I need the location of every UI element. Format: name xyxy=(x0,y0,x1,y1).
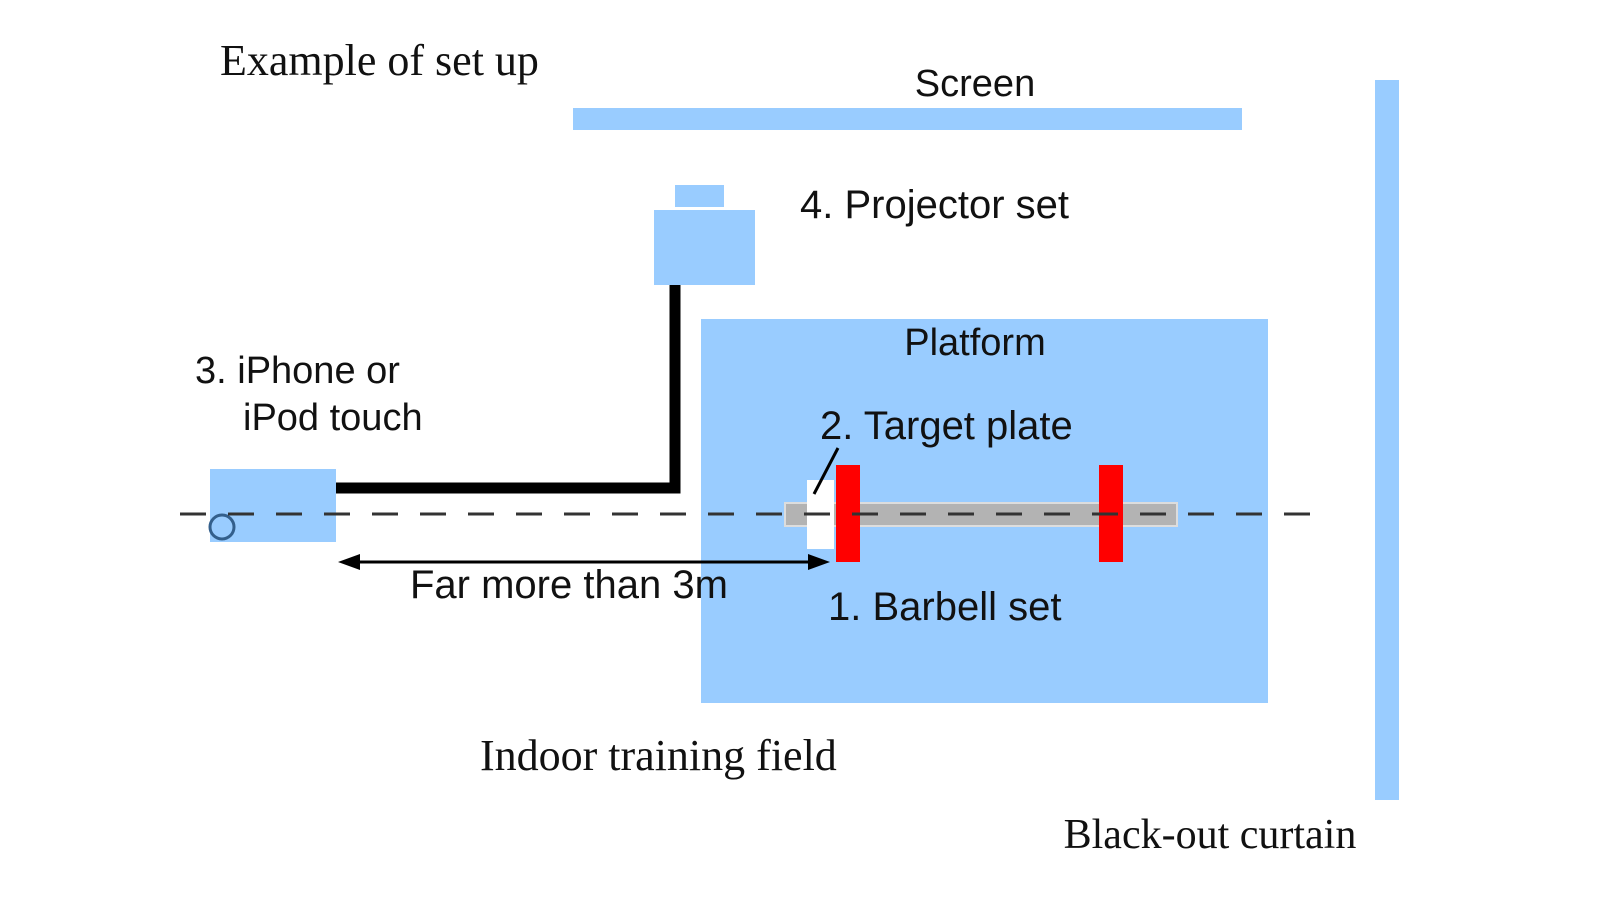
cable xyxy=(336,285,681,494)
arrow-left-icon xyxy=(338,554,360,570)
screen xyxy=(573,108,1242,130)
iphone-label-line2: iPod touch xyxy=(243,397,423,439)
target-plate-label: 2. Target plate xyxy=(820,404,1073,448)
iphone-label-line1: 3. iPhone or xyxy=(195,350,400,392)
curtain-label: Black-out curtain xyxy=(1064,812,1357,858)
field-label: Indoor training field xyxy=(480,731,837,780)
camera-lens-icon xyxy=(208,513,236,541)
arrow-right-icon xyxy=(808,554,830,570)
distance-label: Far more than 3m xyxy=(410,563,728,607)
iphone xyxy=(210,469,336,542)
blackout-curtain xyxy=(1375,80,1399,800)
diagram-title: Example of set up xyxy=(220,36,539,85)
barbell-bar xyxy=(784,502,1178,527)
projector-lens xyxy=(675,185,724,207)
platform-label: Platform xyxy=(904,322,1045,364)
screen-label: Screen xyxy=(915,63,1035,105)
projector xyxy=(654,210,755,285)
barbell-label: 1. Barbell set xyxy=(828,585,1061,629)
projector-label: 4. Projector set xyxy=(800,183,1069,227)
target-plate-pointer xyxy=(812,447,840,495)
